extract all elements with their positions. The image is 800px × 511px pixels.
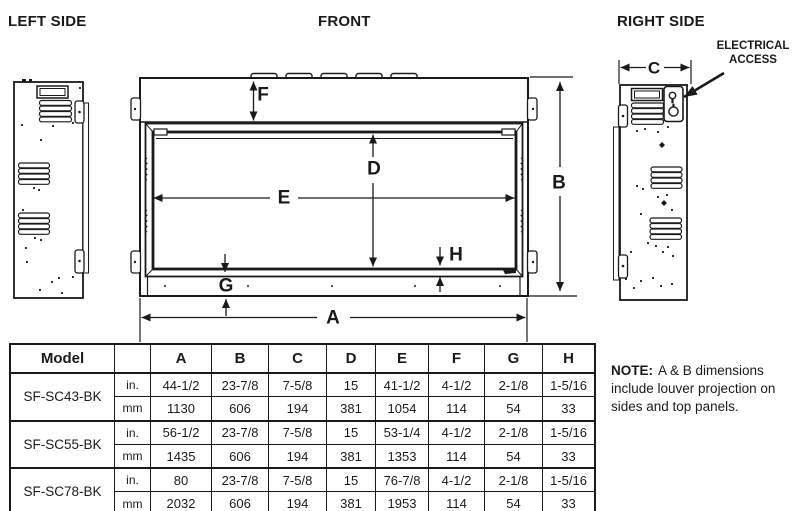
value-cell: 23-7/8 [211, 419, 269, 445]
right-top-vent [630, 87, 664, 102]
value-cell: 33 [542, 443, 596, 469]
value-cell: 7-5/8 [268, 419, 327, 445]
value-cell: 54 [484, 396, 543, 422]
electrical-access-plate [663, 85, 684, 123]
note-label: NOTE: [611, 363, 653, 378]
right-side-title: RIGHT SIDE [617, 13, 705, 30]
front-title: FRONT [318, 13, 371, 30]
table-header-D: D [326, 343, 376, 374]
value-cell: 44-1/2 [150, 372, 212, 398]
value-cell: 1-5/16 [542, 372, 596, 398]
left-louvers [17, 99, 73, 235]
dim-label-C: C [645, 58, 663, 78]
left-side-title: LEFT SIDE [8, 13, 87, 30]
value-cell: 2-1/8 [484, 372, 543, 398]
unit-cell: in. [114, 467, 151, 493]
unit-cell: in. [114, 372, 151, 398]
value-cell: 15 [326, 372, 376, 398]
right-side-view-drawing [613, 60, 725, 301]
value-cell: 1953 [375, 491, 429, 511]
value-cell: 33 [542, 491, 596, 511]
dim-label-F: F [257, 84, 269, 106]
value-cell: 53-1/4 [375, 419, 429, 445]
left-screw-dots [20, 86, 82, 295]
value-cell: 54 [484, 491, 543, 511]
value-cell: 15 [326, 419, 376, 445]
dim-label-D: D [365, 158, 383, 180]
value-cell: 56-1/2 [150, 419, 212, 445]
dim-label-A: A [324, 307, 342, 329]
value-cell: 4-1/2 [428, 419, 485, 445]
dim-label-H: H [449, 244, 463, 266]
value-cell: 1435 [150, 443, 212, 469]
value-cell: 1-5/16 [542, 467, 596, 493]
value-cell: 15 [326, 467, 376, 493]
model-cell: SF-SC78-BK [9, 467, 115, 511]
value-cell: 114 [428, 443, 485, 469]
value-cell: 606 [211, 443, 269, 469]
value-cell: 33 [542, 396, 596, 422]
table-header-F: F [428, 343, 485, 374]
value-cell: 1054 [375, 396, 429, 422]
electrical-access-arrow [683, 71, 725, 99]
dim-label-E: E [275, 187, 293, 209]
value-cell: 194 [268, 491, 327, 511]
value-cell: 606 [211, 396, 269, 422]
note-text: NOTE:A & B dimensions include louver pro… [611, 362, 800, 415]
unit-cell: mm [114, 491, 151, 511]
value-cell: 381 [326, 396, 376, 422]
value-cell: 194 [268, 443, 327, 469]
value-cell: 1353 [375, 443, 429, 469]
value-cell: 23-7/8 [211, 372, 269, 398]
electrical-access-label: ELECTRICAL ACCESS [716, 40, 790, 66]
dim-label-G: G [218, 275, 234, 297]
left-top-vent [36, 85, 69, 99]
front-glass-frame [144, 122, 524, 278]
value-cell: 114 [428, 491, 485, 511]
value-cell: 23-7/8 [211, 467, 269, 493]
unit-cell: mm [114, 443, 151, 469]
unit-cell: mm [114, 396, 151, 422]
value-cell: 381 [326, 491, 376, 511]
value-cell: 2032 [150, 491, 212, 511]
value-cell: 4-1/2 [428, 467, 485, 493]
value-cell: 2-1/8 [484, 467, 543, 493]
table-header-C: C [268, 343, 327, 374]
value-cell: 1130 [150, 396, 212, 422]
right-screw-dots [624, 125, 675, 290]
value-cell: 606 [211, 491, 269, 511]
table-header-G: G [484, 343, 543, 374]
value-cell: 76-7/8 [375, 467, 429, 493]
front-view-drawing [130, 72, 577, 342]
note-body: A & B dimensions include louver projecti… [611, 363, 776, 414]
value-cell: 381 [326, 443, 376, 469]
value-cell: 4-1/2 [428, 372, 485, 398]
value-cell: 1-5/16 [542, 419, 596, 445]
table-header-B: B [211, 343, 269, 374]
table-header-A: A [150, 343, 212, 374]
table-header-E: E [375, 343, 429, 374]
model-cell: SF-SC55-BK [9, 419, 115, 469]
value-cell: 2-1/8 [484, 419, 543, 445]
dim-label-B: B [552, 172, 566, 194]
value-cell: 7-5/8 [268, 372, 327, 398]
value-cell: 80 [150, 467, 212, 493]
table-header-Model: Model [9, 343, 115, 374]
unit-cell: in. [114, 419, 151, 445]
value-cell: 114 [428, 396, 485, 422]
table-header-H: H [542, 343, 596, 374]
left-side-view-drawing [13, 79, 89, 299]
right-louvers [630, 102, 683, 240]
table-header-unit [114, 343, 151, 374]
value-cell: 41-1/2 [375, 372, 429, 398]
value-cell: 194 [268, 396, 327, 422]
value-cell: 7-5/8 [268, 467, 327, 493]
value-cell: 54 [484, 443, 543, 469]
model-cell: SF-SC43-BK [9, 372, 115, 422]
